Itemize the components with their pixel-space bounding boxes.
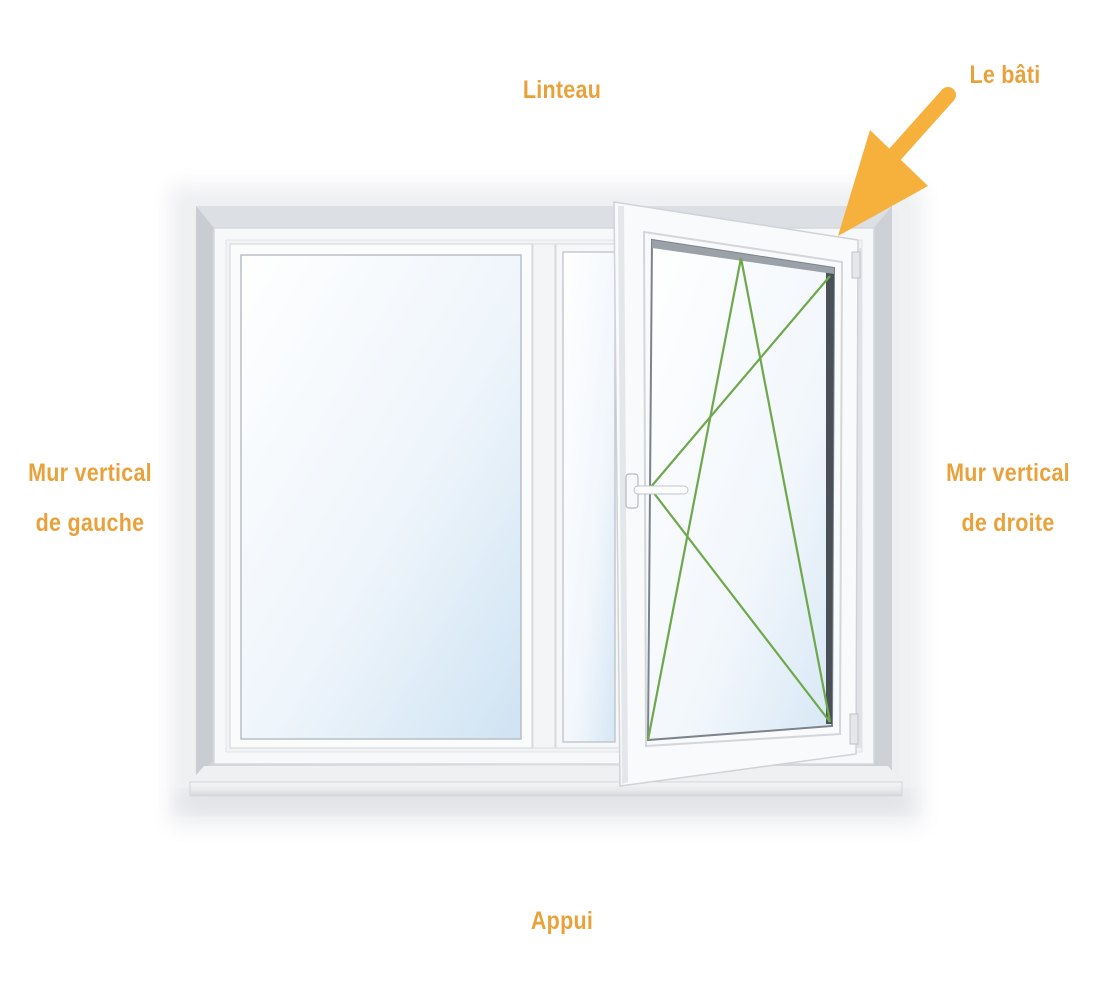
window-handle-icon (625, 473, 689, 509)
tilt-line-left (646, 257, 743, 741)
label-left-line1: Mur vertical (28, 459, 152, 487)
arrow-icon (838, 87, 956, 236)
lintel (196, 206, 892, 228)
sill-top (190, 766, 902, 782)
left-sash (229, 243, 533, 749)
sill (180, 766, 910, 812)
label-appui: Appui (530, 907, 594, 935)
turn-line-bottom (649, 487, 831, 723)
bottom-hinge (849, 713, 859, 745)
swing-lines (646, 257, 832, 741)
sill-front (189, 781, 903, 797)
left-wall (196, 206, 214, 776)
label-left-line2: de gauche (35, 509, 145, 537)
mullion (532, 243, 556, 749)
left-glass (240, 254, 522, 740)
tilt-line-right (739, 257, 832, 723)
right-wall (874, 206, 892, 776)
label-le-bati: Le bâti (969, 61, 1041, 89)
open-sash-glass (646, 238, 836, 742)
open-sash (613, 201, 861, 787)
top-hinge (851, 251, 861, 279)
turn-line-top (649, 275, 831, 489)
label-mur-vertical-droite: Mur vertical de droite (932, 448, 1083, 548)
label-right-line2: de droite (961, 509, 1055, 537)
label-mur-vertical-gauche: Mur vertical de gauche (13, 448, 168, 548)
label-right-line1: Mur vertical (946, 459, 1070, 487)
label-linteau: Linteau (522, 76, 602, 104)
